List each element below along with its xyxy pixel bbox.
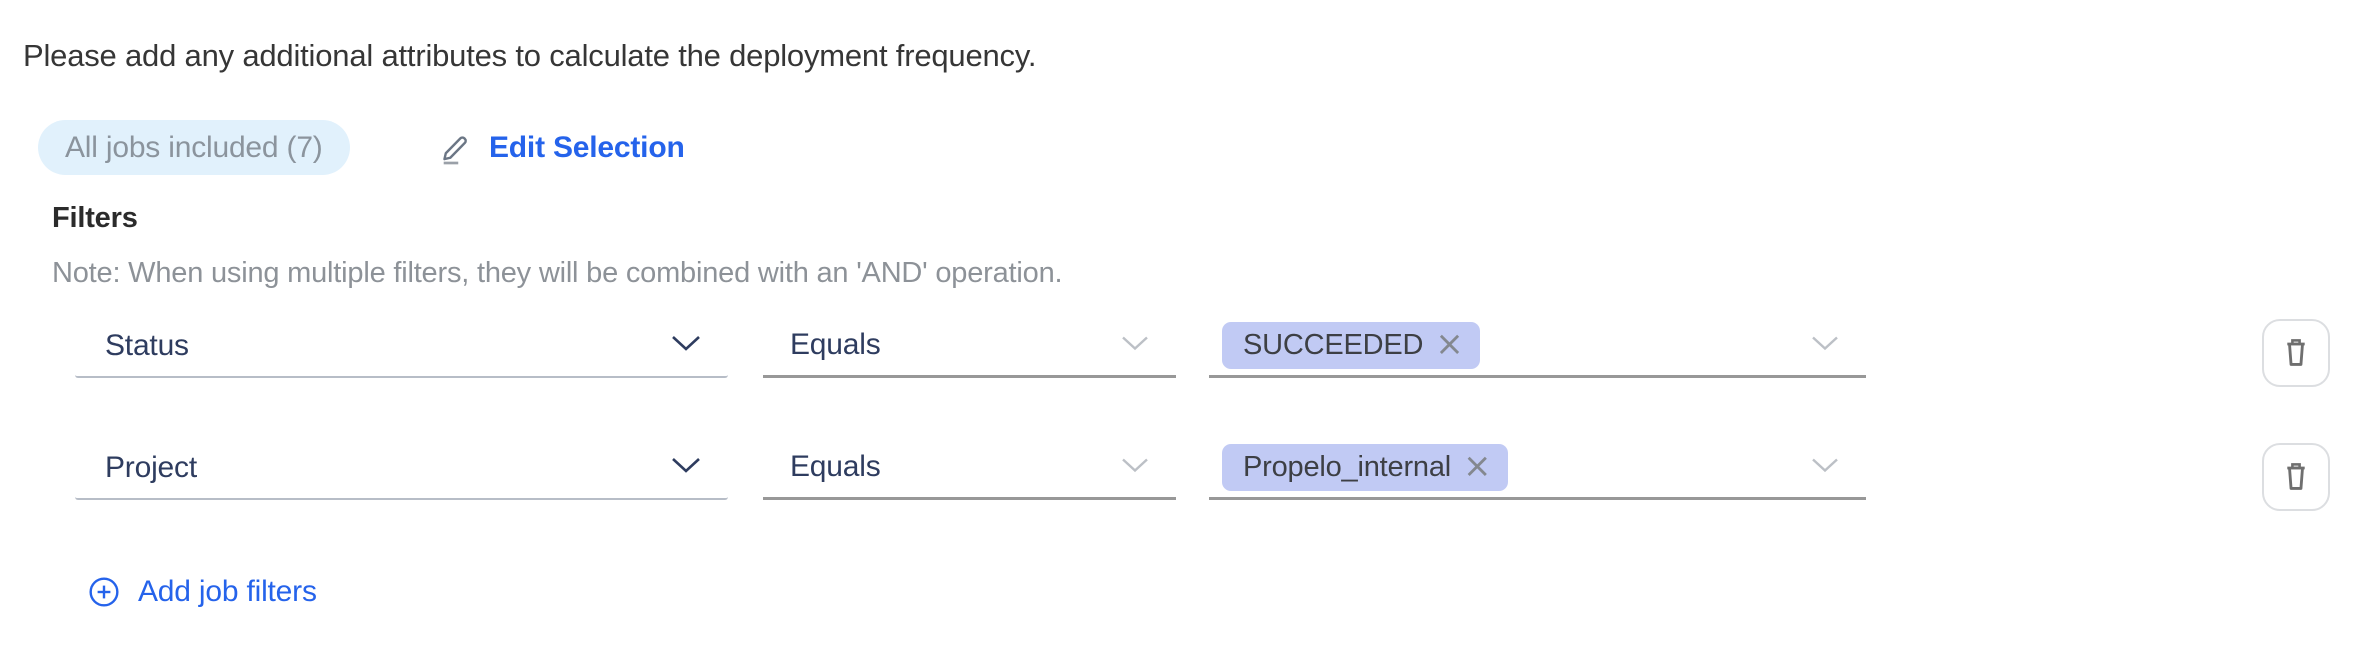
- attribute-select-value: Status: [105, 328, 189, 362]
- delete-filter-button[interactable]: [2262, 319, 2330, 387]
- value-tag-label: Propelo_internal: [1243, 450, 1451, 483]
- trash-icon: [2278, 335, 2314, 371]
- edit-selection-button[interactable]: Edit Selection: [438, 120, 685, 175]
- value-tag: SUCCEEDED ×: [1222, 321, 1480, 369]
- remove-tag-icon[interactable]: ×: [1463, 446, 1492, 486]
- attribute-select[interactable]: Project: [75, 437, 728, 500]
- chevron-down-icon: [1120, 334, 1150, 357]
- chevron-down-icon: [1120, 456, 1150, 479]
- filters-note: Note: When using multiple filters, they …: [52, 257, 1063, 289]
- trash-icon: [2278, 459, 2314, 495]
- chevron-down-icon: [1810, 456, 1840, 479]
- intro-text: Please add any additional attributes to …: [23, 38, 1037, 73]
- operator-select-value: Equals: [790, 450, 881, 483]
- filter-row: Project Equals Propelo_internal ×: [0, 437, 2376, 511]
- jobs-included-badge: All jobs included (7): [38, 120, 350, 175]
- pencil-icon: [438, 130, 474, 166]
- delete-filter-button[interactable]: [2262, 443, 2330, 511]
- remove-tag-icon[interactable]: ×: [1435, 324, 1464, 364]
- attribute-select-value: Project: [105, 450, 197, 484]
- operator-select[interactable]: Equals: [763, 315, 1176, 378]
- value-multiselect[interactable]: Propelo_internal ×: [1209, 437, 1866, 500]
- value-multiselect[interactable]: SUCCEEDED ×: [1209, 315, 1866, 378]
- add-job-filters-label: Add job filters: [138, 575, 317, 608]
- value-tag-label: SUCCEEDED: [1243, 328, 1424, 361]
- chevron-down-icon: [670, 333, 702, 358]
- operator-select-value: Equals: [790, 328, 881, 361]
- filter-row: Status Equals SUCCEEDED ×: [0, 315, 2376, 387]
- jobs-summary-row: All jobs included (7) Edit Selection: [38, 120, 685, 175]
- add-job-filters-button[interactable]: Add job filters: [88, 572, 317, 612]
- filters-heading: Filters: [52, 202, 138, 234]
- value-tag: Propelo_internal ×: [1222, 443, 1508, 491]
- chevron-down-icon: [670, 455, 702, 480]
- attribute-select[interactable]: Status: [75, 315, 728, 378]
- edit-selection-label: Edit Selection: [489, 130, 685, 164]
- chevron-down-icon: [1810, 334, 1840, 357]
- operator-select[interactable]: Equals: [763, 437, 1176, 500]
- plus-circle-icon: [88, 576, 120, 608]
